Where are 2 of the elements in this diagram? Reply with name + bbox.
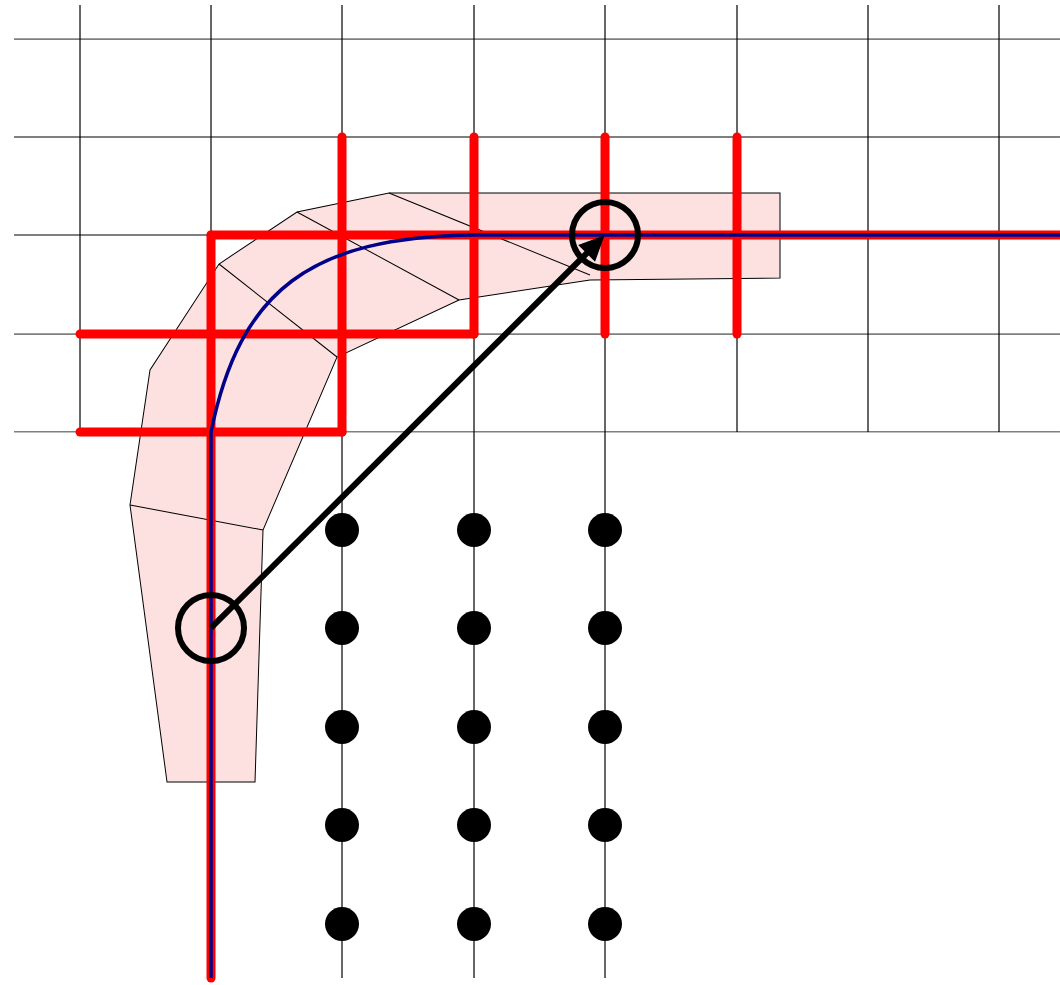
circle-marker <box>175 592 247 664</box>
circle-marker <box>569 199 641 271</box>
